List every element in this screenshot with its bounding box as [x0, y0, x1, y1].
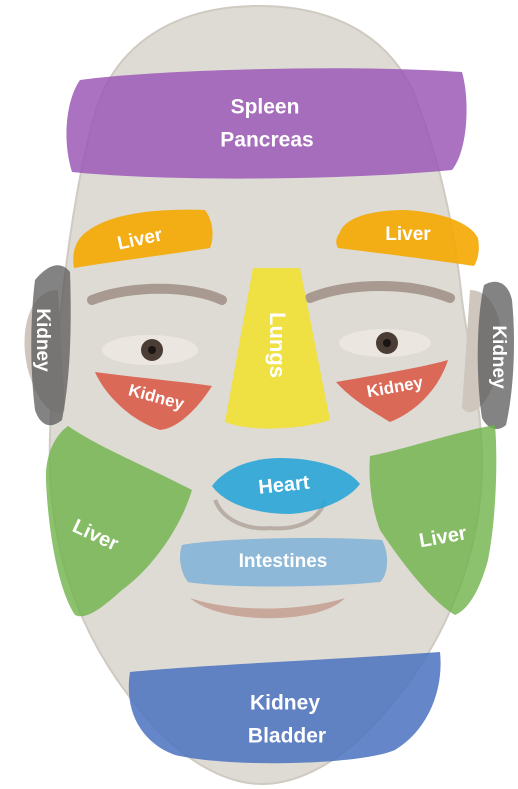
zone-forehead [66, 68, 466, 178]
label-kidney-chin: Kidney [250, 692, 320, 715]
label-kidney-temple-right: Kidney [488, 325, 509, 389]
label-intestines: Intestines [239, 551, 328, 572]
label-pancreas: Pancreas [220, 129, 313, 152]
left-eye [102, 335, 198, 365]
label-liver-brow-right: Liver [385, 224, 431, 245]
label-lungs: Lungs [265, 312, 290, 378]
label-spleen: Spleen [231, 96, 300, 119]
label-bladder-chin: Bladder [248, 725, 326, 748]
right-eye [339, 329, 431, 357]
label-kidney-temple-left: Kidney [32, 308, 53, 372]
